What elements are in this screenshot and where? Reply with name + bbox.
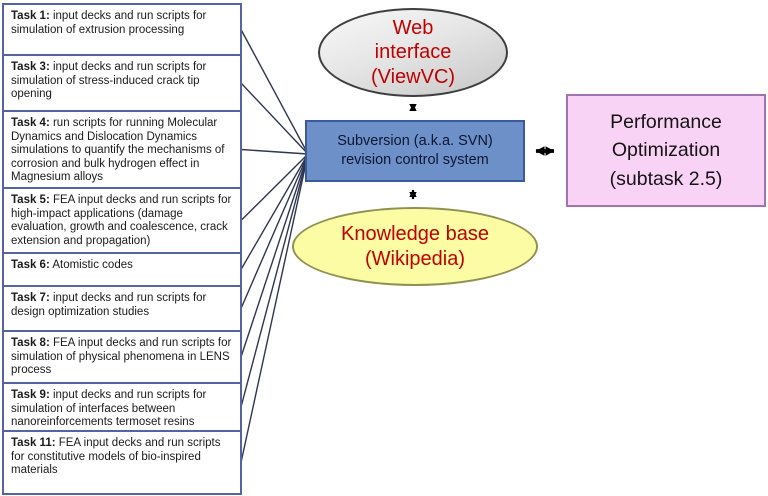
task-connector-lines xyxy=(240,29,309,463)
svn-label: Subversion (a.k.a. SVN) revision control… xyxy=(337,132,493,168)
task-connector-line xyxy=(240,82,309,155)
task-connector-line xyxy=(240,153,309,270)
task-connector-line xyxy=(240,153,309,221)
performance-label: Performance Optimization (subtask 2.5) xyxy=(609,111,723,190)
task-connector-line xyxy=(240,29,309,155)
web-interface-label: Web interface (ViewVC) xyxy=(370,16,456,88)
task-label: Task 7: xyxy=(11,292,50,304)
task-box: Task 8: FEA input decks and run scripts … xyxy=(2,330,242,384)
task-text: FEA input decks and run scripts for high… xyxy=(11,194,232,247)
knowledge-base-label: Knowledge base (Wikipedia) xyxy=(341,222,489,270)
task-text: FEA input decks and run scripts for cons… xyxy=(11,437,221,477)
task-label: Task 3: xyxy=(11,61,50,73)
web-interface-node: Web interface (ViewVC) xyxy=(318,8,508,97)
task-label: Task 5: xyxy=(11,194,50,206)
task-text: input decks and run scripts for simulati… xyxy=(11,389,207,429)
task-label: Task 11: xyxy=(11,437,56,449)
task-label: Task 1: xyxy=(11,10,50,22)
task-text: input decks and run scripts for simulati… xyxy=(11,10,207,36)
task-connector-line xyxy=(240,153,309,309)
task-text: input decks and run scripts for design o… xyxy=(11,292,207,318)
task-label: Task 8: xyxy=(11,337,50,349)
task-box: Task 7: input decks and run scripts for … xyxy=(2,285,242,332)
task-box: Task 6: Atomistic codes xyxy=(2,252,242,287)
task-label: Task 6: xyxy=(11,259,50,271)
task-box: Task 11: FEA input decks and run scripts… xyxy=(2,430,242,495)
performance-node: Performance Optimization (subtask 2.5) xyxy=(566,94,766,207)
task-connector-line xyxy=(240,148,309,155)
task-box: Task 9: input decks and run scripts for … xyxy=(2,382,242,432)
knowledge-base-node: Knowledge base (Wikipedia) xyxy=(292,207,538,286)
task-box: Task 4: run scripts for running Molecula… xyxy=(2,110,242,189)
task-box: Task 1: input decks and run scripts for … xyxy=(2,3,242,56)
task-list: Task 1: input decks and run scripts for … xyxy=(2,3,242,495)
task-text: run scripts for running Molecular Dynami… xyxy=(11,117,225,184)
task-box: Task 3: input decks and run scripts for … xyxy=(2,54,242,112)
task-connector-line xyxy=(240,153,309,463)
task-box: Task 5: FEA input decks and run scripts … xyxy=(2,187,242,254)
task-text: FEA input decks and run scripts for simu… xyxy=(11,337,232,377)
svn-node: Subversion (a.k.a. SVN) revision control… xyxy=(305,120,525,182)
task-connector-line xyxy=(240,153,309,408)
task-label: Task 9: xyxy=(11,389,50,401)
task-text: input decks and run scripts for simulati… xyxy=(11,61,207,101)
task-connector-line xyxy=(240,153,309,358)
task-text: Atomistic codes xyxy=(49,259,133,271)
task-label: Task 4: xyxy=(11,117,50,129)
